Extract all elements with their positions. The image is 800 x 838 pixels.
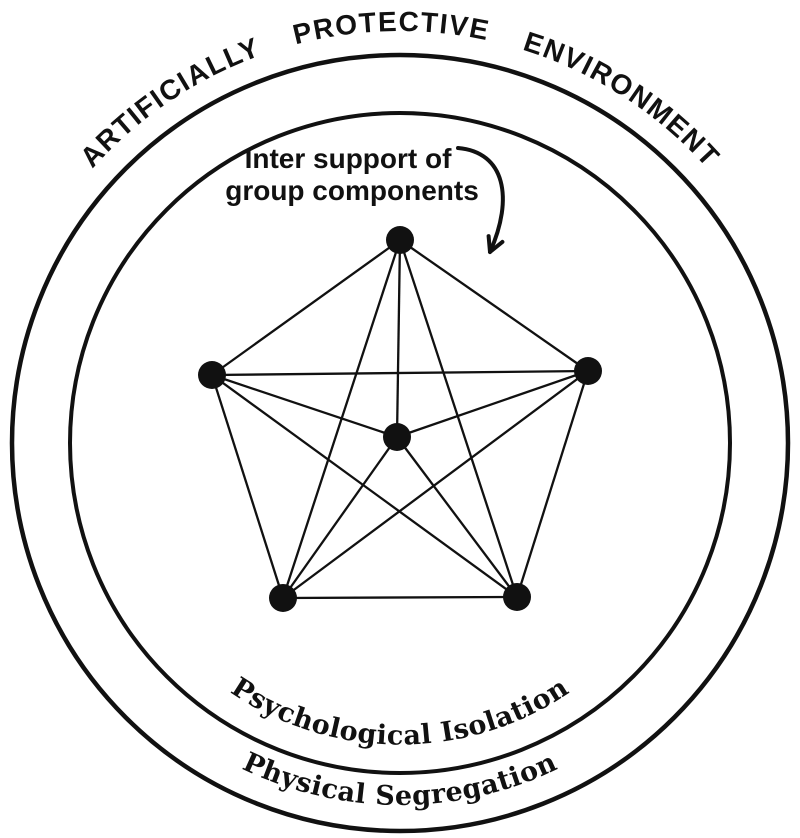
graph-edge [282,595,518,600]
graph-edge [399,239,589,372]
graph-edge [211,369,589,377]
graph-node-center [383,423,411,451]
graph-edge [282,436,398,599]
arrow-head-icon [486,234,505,254]
graph-edge [210,374,285,599]
graph-edge [396,436,518,598]
graph-edge [395,239,402,438]
inner-boundary-circle [68,111,732,775]
graph-node-bottom-left [269,584,297,612]
curved-arrow [456,146,505,254]
graph-node-top [386,226,414,254]
graph-edge [396,369,589,439]
graph-edge [398,239,519,598]
annotation-line-2: group components [225,175,479,206]
graph-edge [282,370,589,599]
psychological-isolation-label: Psychological Isolation [226,672,575,752]
physical-segregation-label: Physical Segregation [238,747,561,812]
graph-edge [211,239,401,376]
annotation-line-1: Inter support of [245,143,453,174]
graph-edge [515,370,590,598]
graph-node-right [574,357,602,385]
graph-edge [211,374,518,598]
outer-boundary-circle [9,52,791,834]
network-graph [198,226,602,612]
graph-node-bottom-right [503,583,531,611]
graph-node-left [198,361,226,389]
psychological-isolation-text: Psychological Isolation [226,672,574,752]
physical-segregation-text: Physical Segregation [238,747,561,812]
graph-edge [211,373,398,439]
